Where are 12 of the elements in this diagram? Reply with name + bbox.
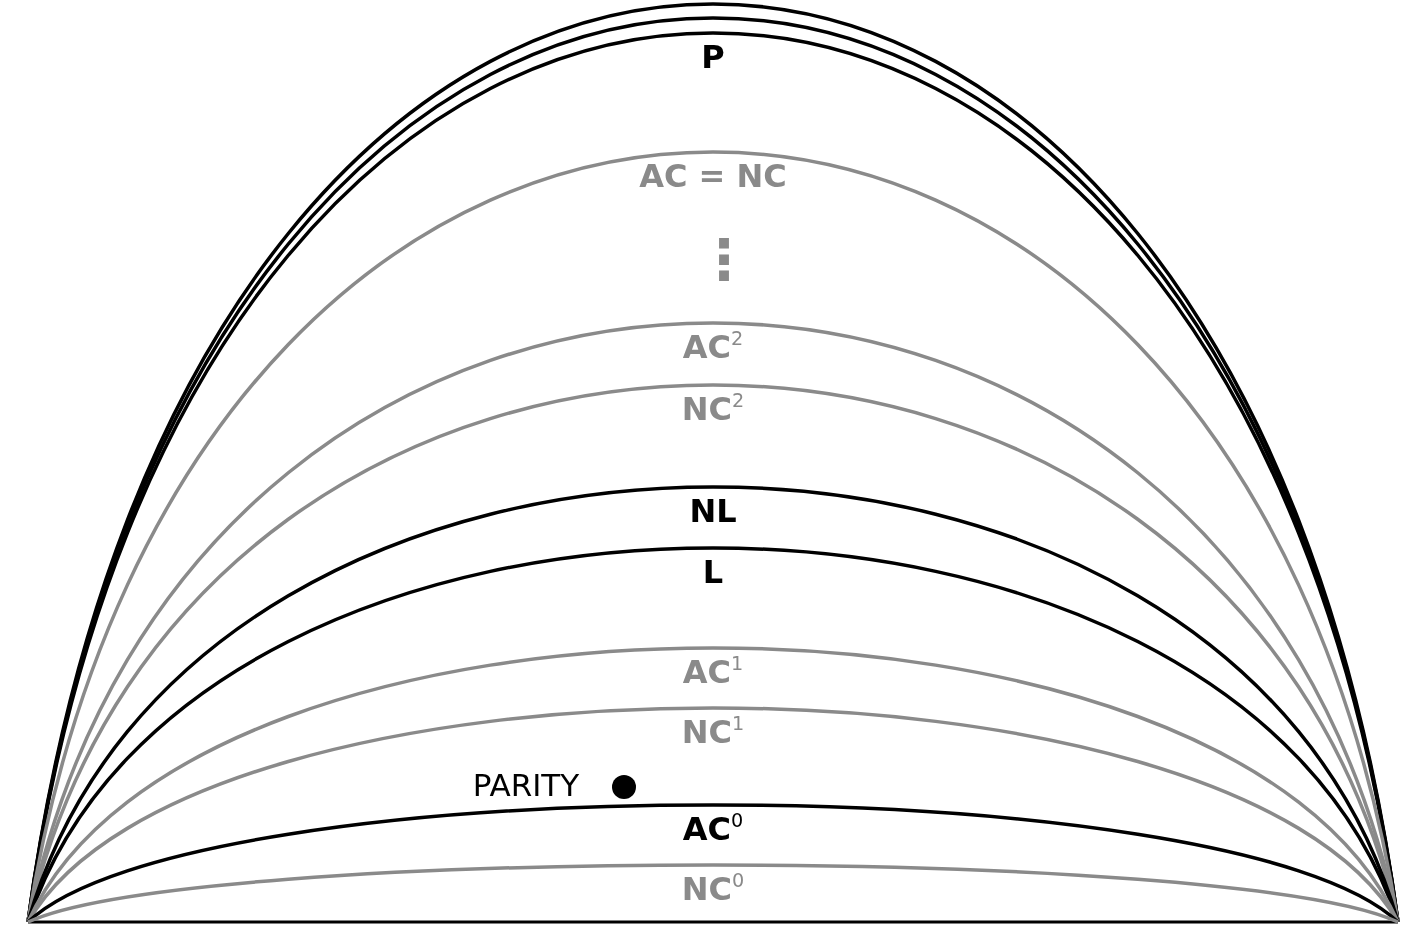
class-label: AC$^{0}$ bbox=[682, 813, 744, 845]
class-label: AC$^{2}$ bbox=[682, 331, 744, 363]
class-label: PARITY bbox=[472, 770, 580, 801]
class-label: NC$^{1}$ bbox=[681, 716, 745, 748]
class-label: NC$^{2}$ bbox=[681, 393, 745, 425]
class-label: P bbox=[701, 41, 725, 73]
class-label: NL bbox=[689, 495, 737, 527]
ellipsis-dots: ⋮ bbox=[696, 232, 752, 288]
class-label: AC$^{1}$ bbox=[682, 656, 744, 688]
class-label: AC = NC bbox=[639, 160, 787, 192]
class-label: L bbox=[702, 556, 724, 588]
class-label: NC$^{0}$ bbox=[681, 873, 745, 905]
